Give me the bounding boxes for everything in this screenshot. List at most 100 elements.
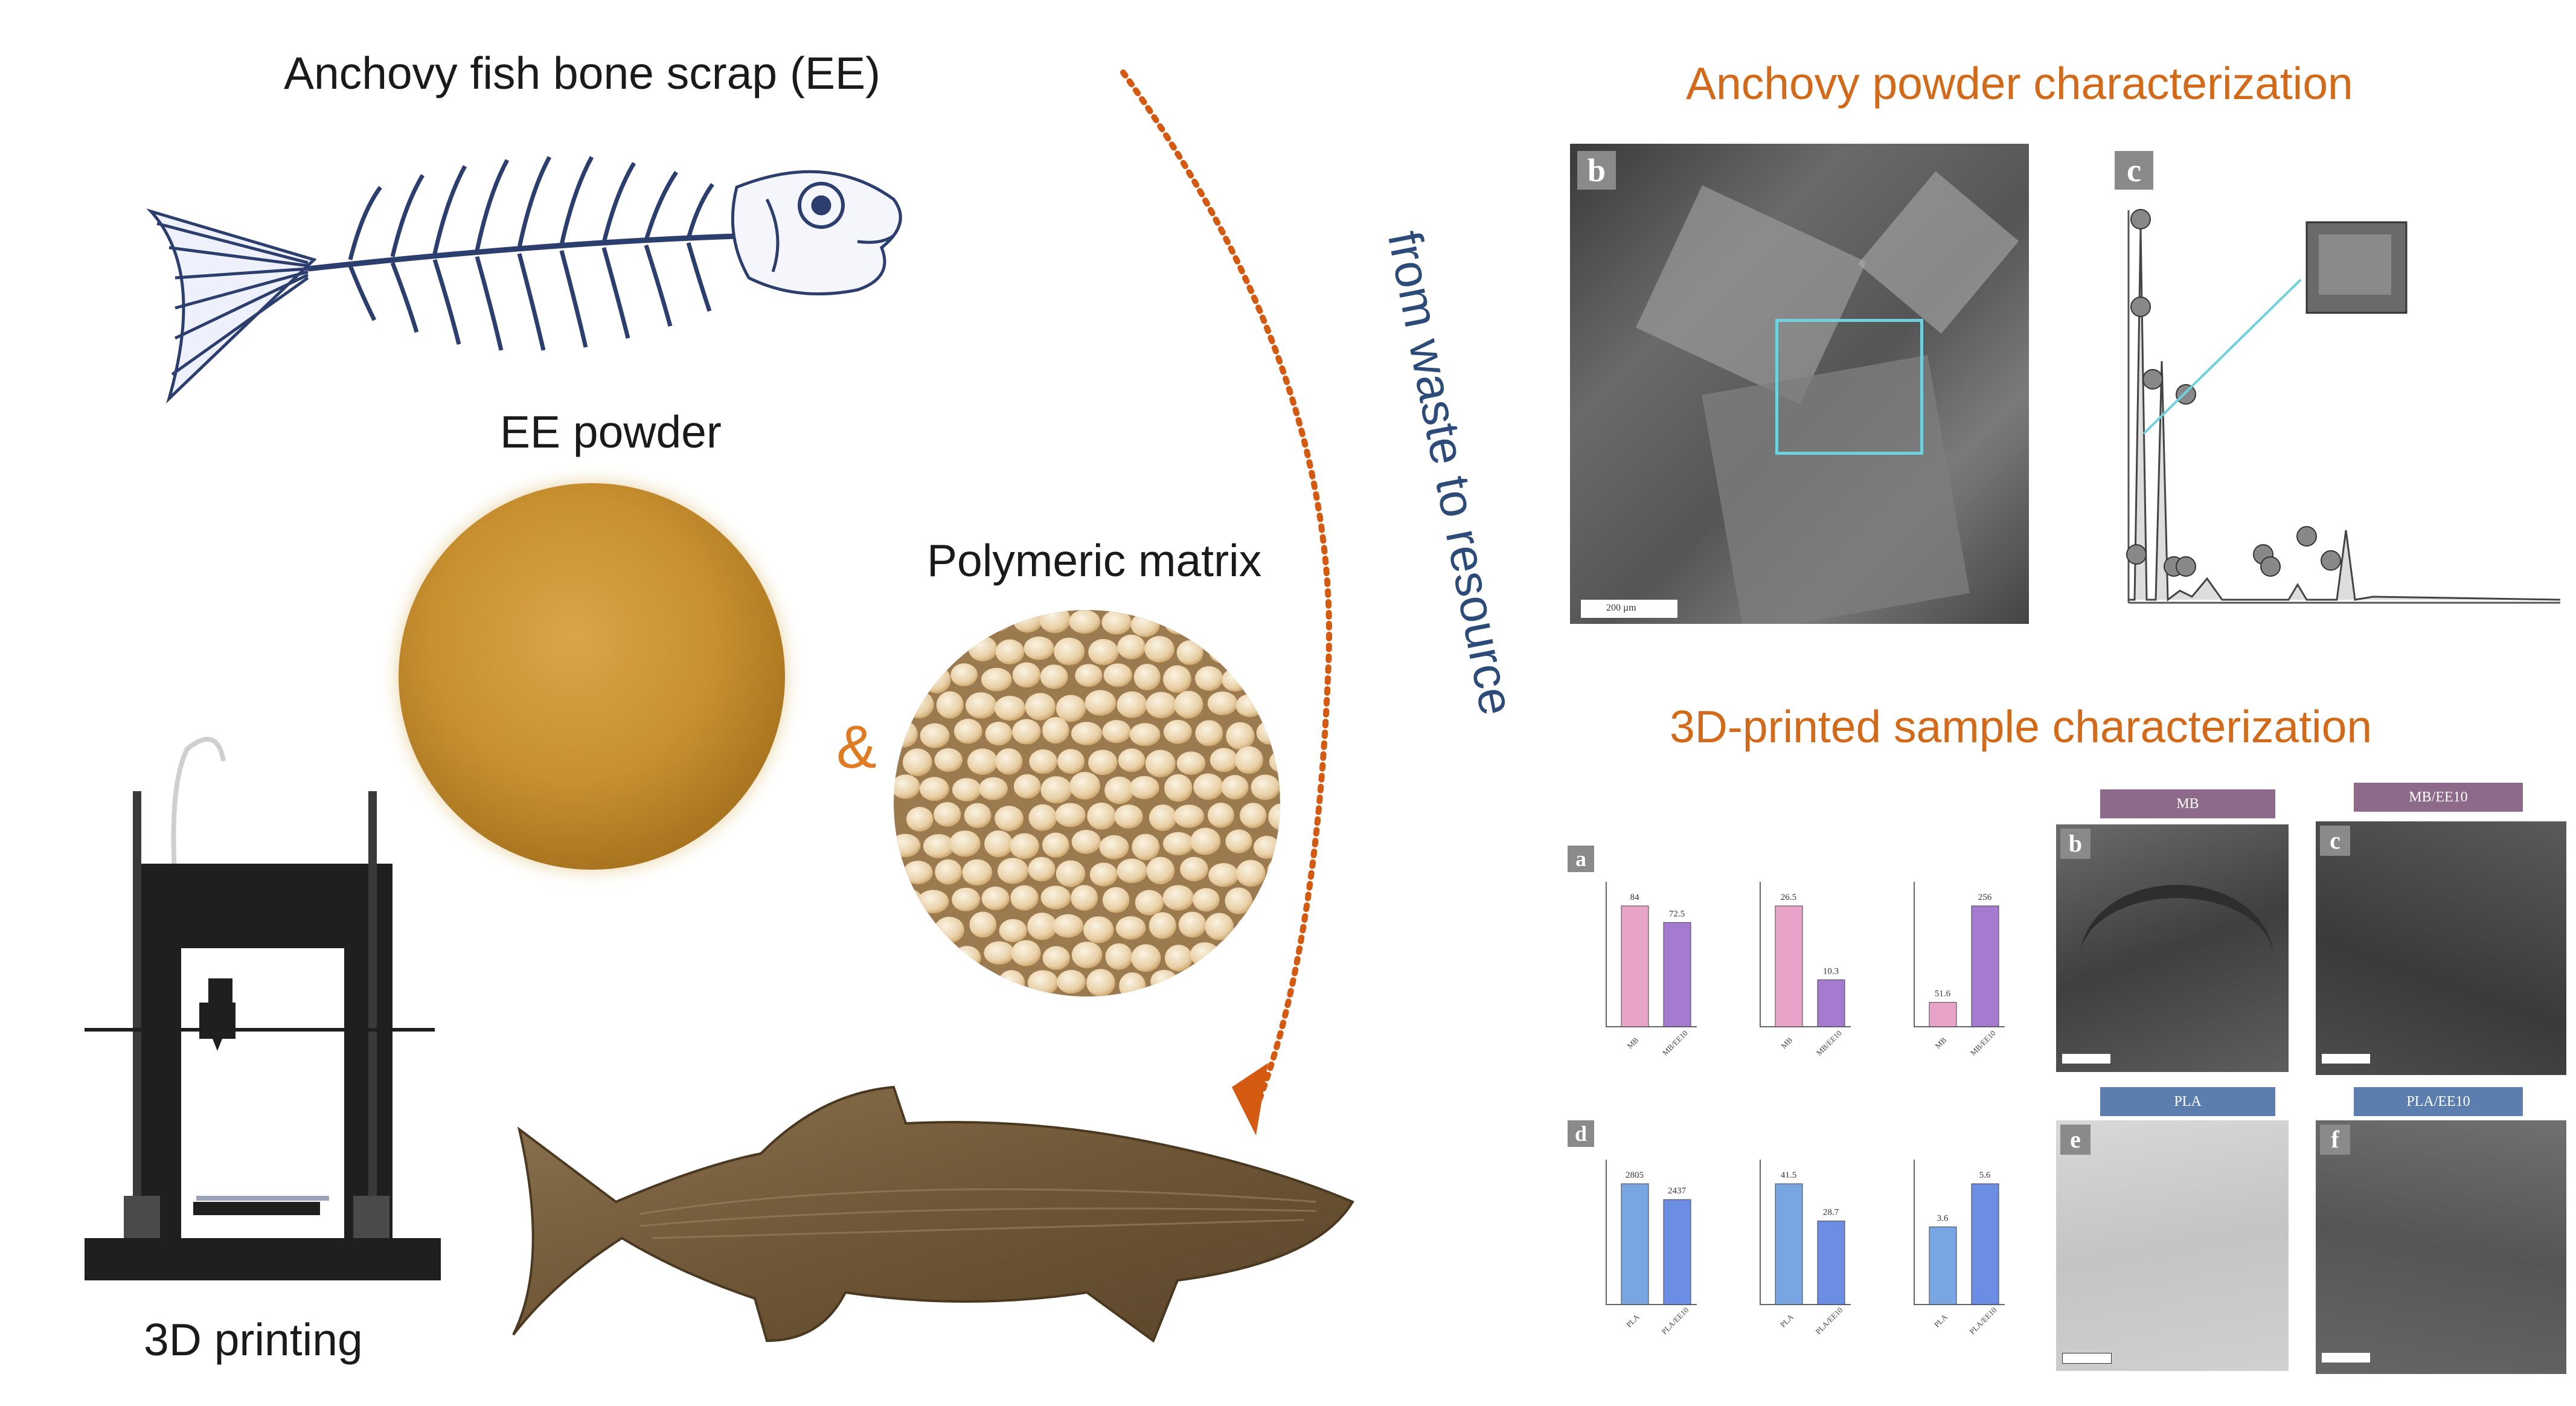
pellet — [953, 946, 981, 970]
pellet — [1131, 944, 1161, 972]
pellet — [1040, 664, 1068, 689]
pellet — [1176, 751, 1206, 775]
pellet — [903, 861, 933, 885]
pellet — [995, 696, 1026, 721]
category-label: MB — [1779, 1035, 1794, 1050]
pellet — [1208, 863, 1239, 887]
sem-image-f — [2316, 1120, 2566, 1374]
bar-value-label: 26.5 — [1781, 893, 1796, 902]
pellet — [1075, 664, 1103, 687]
sample-characterization-title: 3D-printed sample characterization — [1670, 701, 2373, 752]
pellet — [1042, 946, 1070, 970]
polymeric-matrix-label: Polymeric matrix — [927, 535, 1262, 586]
pellet — [969, 911, 997, 938]
pellet — [920, 723, 950, 748]
panel-c-label: c — [2320, 826, 2350, 856]
ee-powder-image — [399, 483, 785, 870]
pellet — [1190, 827, 1221, 855]
pellet — [1162, 832, 1194, 856]
pellet — [905, 691, 934, 719]
pellet — [1101, 610, 1132, 635]
pellet — [985, 722, 1013, 746]
bar-value-label: 5.6 — [1979, 1170, 1991, 1180]
pellet — [1013, 610, 1042, 633]
pellet — [979, 777, 1008, 800]
pellet — [1174, 690, 1203, 719]
pellet — [1071, 829, 1101, 854]
pellet — [982, 610, 1012, 632]
bar — [1971, 905, 1999, 1027]
bar — [1775, 1183, 1803, 1305]
pellet — [1207, 691, 1238, 716]
powder-characterization-title: Anchovy powder characterization — [1686, 58, 2353, 109]
printed-fish-image — [512, 1085, 1354, 1343]
pellet — [950, 663, 978, 687]
pellet — [1088, 639, 1119, 666]
pellet — [1225, 887, 1253, 914]
pellet — [934, 802, 961, 827]
pellet — [1268, 803, 1280, 830]
pellet — [1056, 695, 1086, 722]
pellet — [981, 886, 1010, 911]
pellet — [1116, 916, 1146, 940]
category-label: MB — [1625, 1035, 1640, 1050]
pellet — [967, 748, 998, 775]
pellet — [905, 916, 936, 943]
pellet — [1102, 887, 1130, 913]
pellet — [1010, 833, 1039, 859]
pellet — [1086, 969, 1115, 997]
panel-b-top-label: b — [1577, 151, 1616, 190]
pellet — [1240, 803, 1267, 829]
pellet — [1071, 885, 1098, 911]
sem-image-b — [2056, 824, 2289, 1072]
pellet — [1103, 663, 1132, 687]
pellet — [1251, 774, 1280, 800]
sem-image-b-top: 200 µm — [1570, 144, 2029, 624]
pellet — [1040, 776, 1072, 804]
pellet — [1040, 885, 1071, 910]
pellet — [923, 666, 951, 694]
pellet — [1180, 856, 1208, 882]
pellet — [1129, 775, 1159, 800]
bar-value-label: 10.3 — [1823, 966, 1839, 976]
bar-value-label: 28.7 — [1823, 1208, 1839, 1218]
bar — [1621, 1183, 1649, 1305]
pellet — [923, 834, 955, 858]
pellet — [1085, 690, 1117, 716]
pellet — [952, 610, 981, 635]
3d-printer-icon — [85, 737, 441, 1280]
bar-value-label: 72.5 — [1669, 909, 1685, 919]
pellet — [906, 807, 934, 832]
pellet — [1193, 888, 1220, 912]
pellet — [937, 971, 967, 996]
pellet — [934, 916, 964, 943]
pellet — [932, 636, 963, 663]
pellet — [1132, 833, 1160, 861]
panel-e-label: e — [2060, 1125, 2091, 1155]
bar — [1971, 1183, 1999, 1305]
pellet — [894, 888, 923, 914]
category-label: PLA — [1624, 1312, 1641, 1329]
pellet — [981, 667, 1012, 692]
pellet — [1010, 885, 1039, 911]
pellet — [1027, 970, 1059, 995]
bar — [1663, 922, 1691, 1027]
pellet — [965, 692, 997, 719]
pellet — [1042, 832, 1069, 858]
pellet — [1118, 748, 1145, 772]
bar-value-label: 2437 — [1668, 1186, 1687, 1196]
category-label: PLA/EE10 — [1967, 1305, 1998, 1336]
pellet — [1057, 969, 1086, 994]
bar — [1817, 1221, 1845, 1305]
pellet — [1054, 637, 1085, 666]
pellet — [1088, 750, 1118, 775]
pellet — [964, 803, 992, 828]
pellet — [1055, 803, 1086, 827]
ee-powder-label: EE powder — [500, 406, 722, 457]
scale-bar-top: 200 µm — [1606, 603, 1636, 613]
pellet — [1226, 722, 1255, 750]
bar — [1929, 1226, 1957, 1305]
pellet — [997, 858, 1029, 884]
pellet — [1163, 665, 1191, 693]
pellet — [1028, 856, 1056, 882]
